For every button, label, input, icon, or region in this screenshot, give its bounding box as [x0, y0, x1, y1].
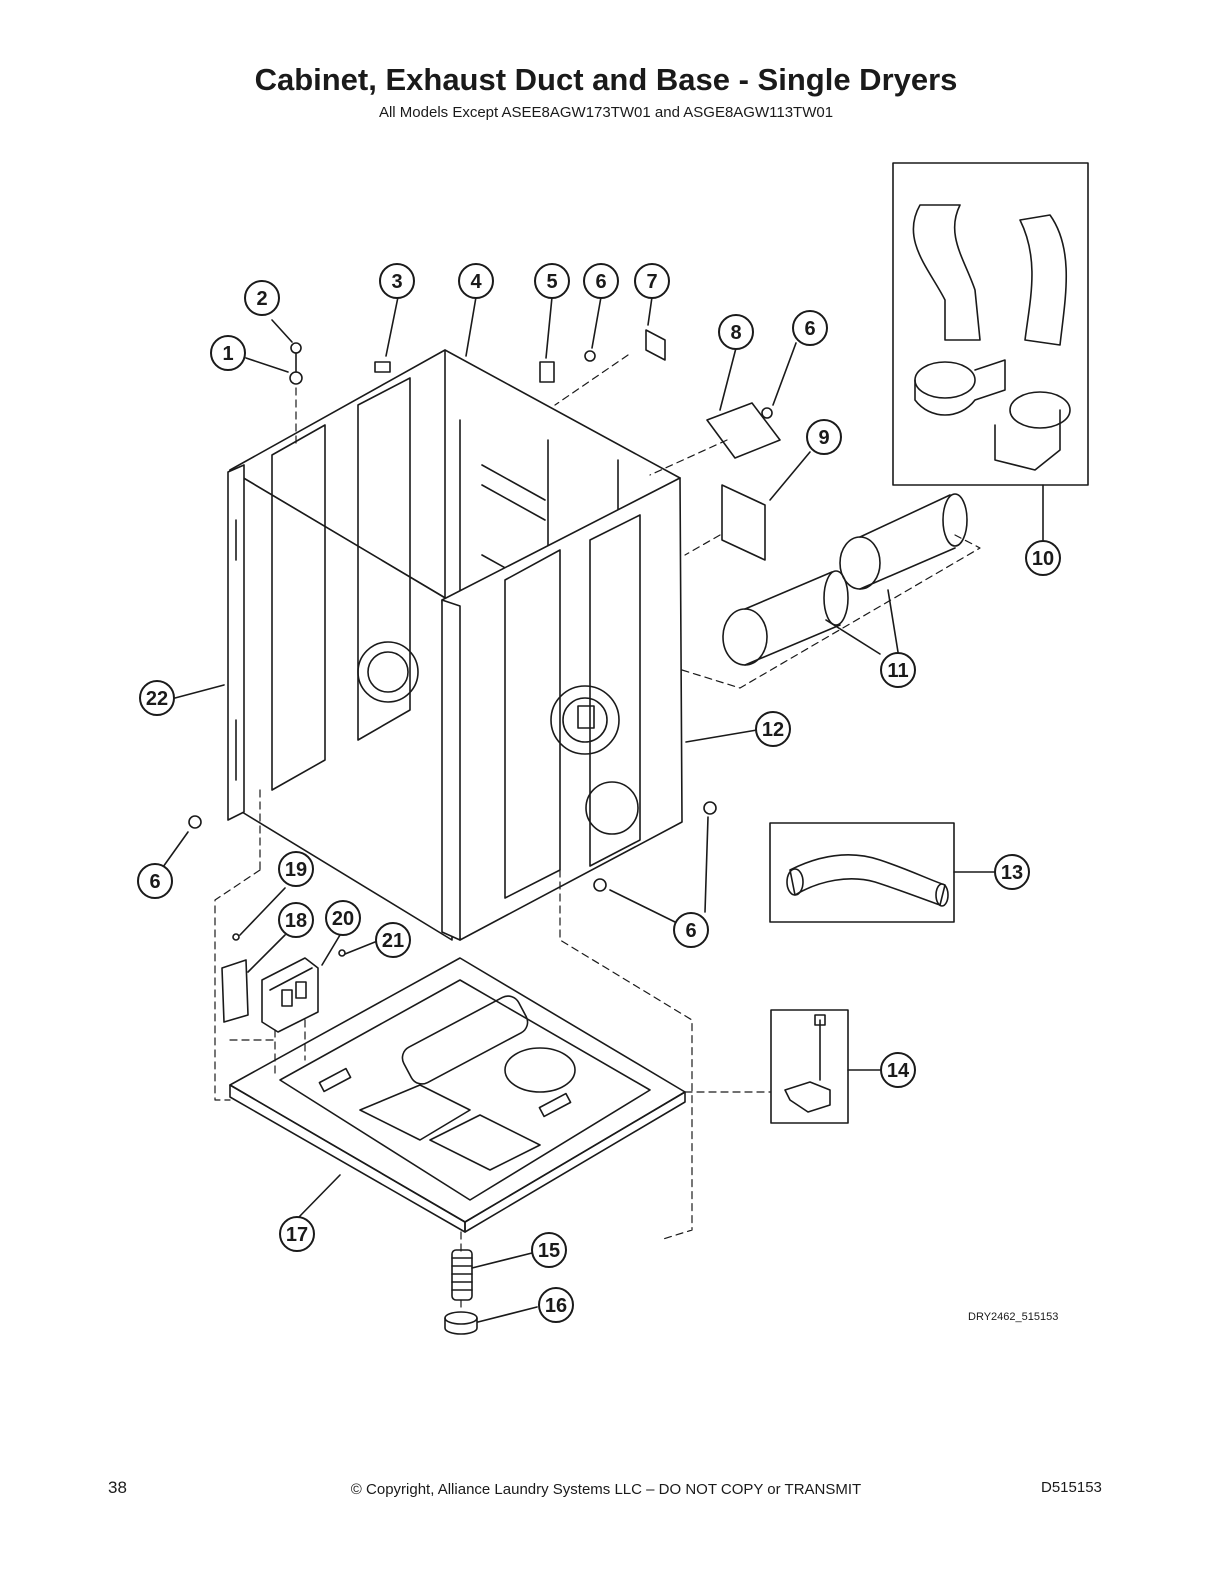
- callout-number: 20: [332, 908, 354, 930]
- callout-10: 10: [1025, 540, 1061, 576]
- callout-7: 7: [634, 263, 670, 299]
- copyright-notice: © Copyright, Alliance Laundry Systems LL…: [350, 1481, 862, 1498]
- leg-cap-drawing: [444, 1311, 478, 1335]
- callout-20: 20: [325, 900, 361, 936]
- callout-21: 21: [375, 922, 411, 958]
- small-label-drawing: [645, 329, 666, 361]
- callout-5: 5: [534, 263, 570, 299]
- drawing-code: DRY2462_515153: [968, 1311, 1059, 1323]
- assembly-lines: [214, 354, 981, 1313]
- callout-3: 3: [379, 263, 415, 299]
- callout-number: 13: [1001, 862, 1023, 884]
- clip-box: [770, 1009, 849, 1124]
- callout-13: 13: [994, 854, 1030, 890]
- callout-16: 16: [538, 1287, 574, 1323]
- callout-12: 12: [755, 711, 791, 747]
- callout-number: 18: [285, 910, 307, 932]
- callout-number: 2: [256, 288, 267, 310]
- terminal-block-drawing: [261, 957, 319, 1033]
- callout-number: 6: [595, 271, 606, 293]
- left-side-panel-drawing: [227, 464, 245, 821]
- callout-number: 4: [470, 271, 482, 293]
- bracket-drawing: [221, 959, 249, 1023]
- callout-number: 7: [646, 271, 657, 293]
- callout-8: 8: [718, 314, 754, 350]
- callout-number: 21: [382, 930, 404, 952]
- callout-number: 22: [146, 688, 168, 710]
- callout-15: 15: [531, 1232, 567, 1268]
- callout-9: 9: [806, 419, 842, 455]
- callout-number: 12: [762, 719, 784, 741]
- callout-number: 15: [538, 1240, 560, 1262]
- callout-6: 6: [673, 912, 709, 948]
- page-title: Cabinet, Exhaust Duct and Base - Single …: [254, 62, 958, 97]
- page-number: 38: [108, 1478, 127, 1497]
- callout-number: 6: [804, 318, 815, 340]
- callout-number: 19: [285, 859, 307, 881]
- page-subtitle: All Models Except ASEE8AGW173TW01 and AS…: [378, 104, 834, 121]
- label-drawing: [721, 484, 766, 561]
- document-number: D515153: [1041, 1479, 1102, 1496]
- callout-6: 6: [137, 863, 173, 899]
- callout-number: 1: [222, 343, 233, 365]
- elbow-drawing: [912, 204, 1071, 471]
- callout-number: 11: [887, 660, 908, 682]
- leader-lines: [162, 296, 1044, 1323]
- callout-22: 22: [139, 680, 175, 716]
- callout-number: 9: [818, 427, 829, 449]
- right-side-panel-drawing: [441, 477, 683, 941]
- callout-number: 14: [887, 1060, 910, 1082]
- cover-plate-drawing: [706, 402, 781, 459]
- callout-number: 6: [149, 871, 160, 893]
- flex-duct-box: [769, 822, 955, 923]
- callout-number: 8: [730, 322, 741, 344]
- callout-14: 14: [880, 1052, 916, 1088]
- callout-6: 6: [792, 310, 828, 346]
- callout-19: 19: [278, 851, 314, 887]
- callout-number: 5: [546, 271, 557, 293]
- callout-number: 3: [391, 271, 402, 293]
- callout-number: 10: [1032, 548, 1054, 570]
- callout-number: 16: [545, 1295, 567, 1317]
- leveling-leg-drawing: [451, 1249, 473, 1301]
- callout-number: 6: [685, 920, 696, 942]
- callout-number: 17: [286, 1224, 308, 1246]
- callout-18: 18: [278, 902, 314, 938]
- callout-6: 6: [583, 263, 619, 299]
- exhaust-tube-drawing: [722, 493, 968, 666]
- callout-11: 11: [880, 652, 916, 688]
- elbow-kit-box: [892, 162, 1089, 486]
- callout-1: 1: [210, 335, 246, 371]
- base-drawing: [229, 957, 686, 1233]
- flex-duct-drawing: [789, 854, 946, 906]
- callout-2: 2: [244, 280, 280, 316]
- screws: [188, 342, 773, 957]
- callout-17: 17: [279, 1216, 315, 1252]
- callout-4: 4: [458, 263, 494, 299]
